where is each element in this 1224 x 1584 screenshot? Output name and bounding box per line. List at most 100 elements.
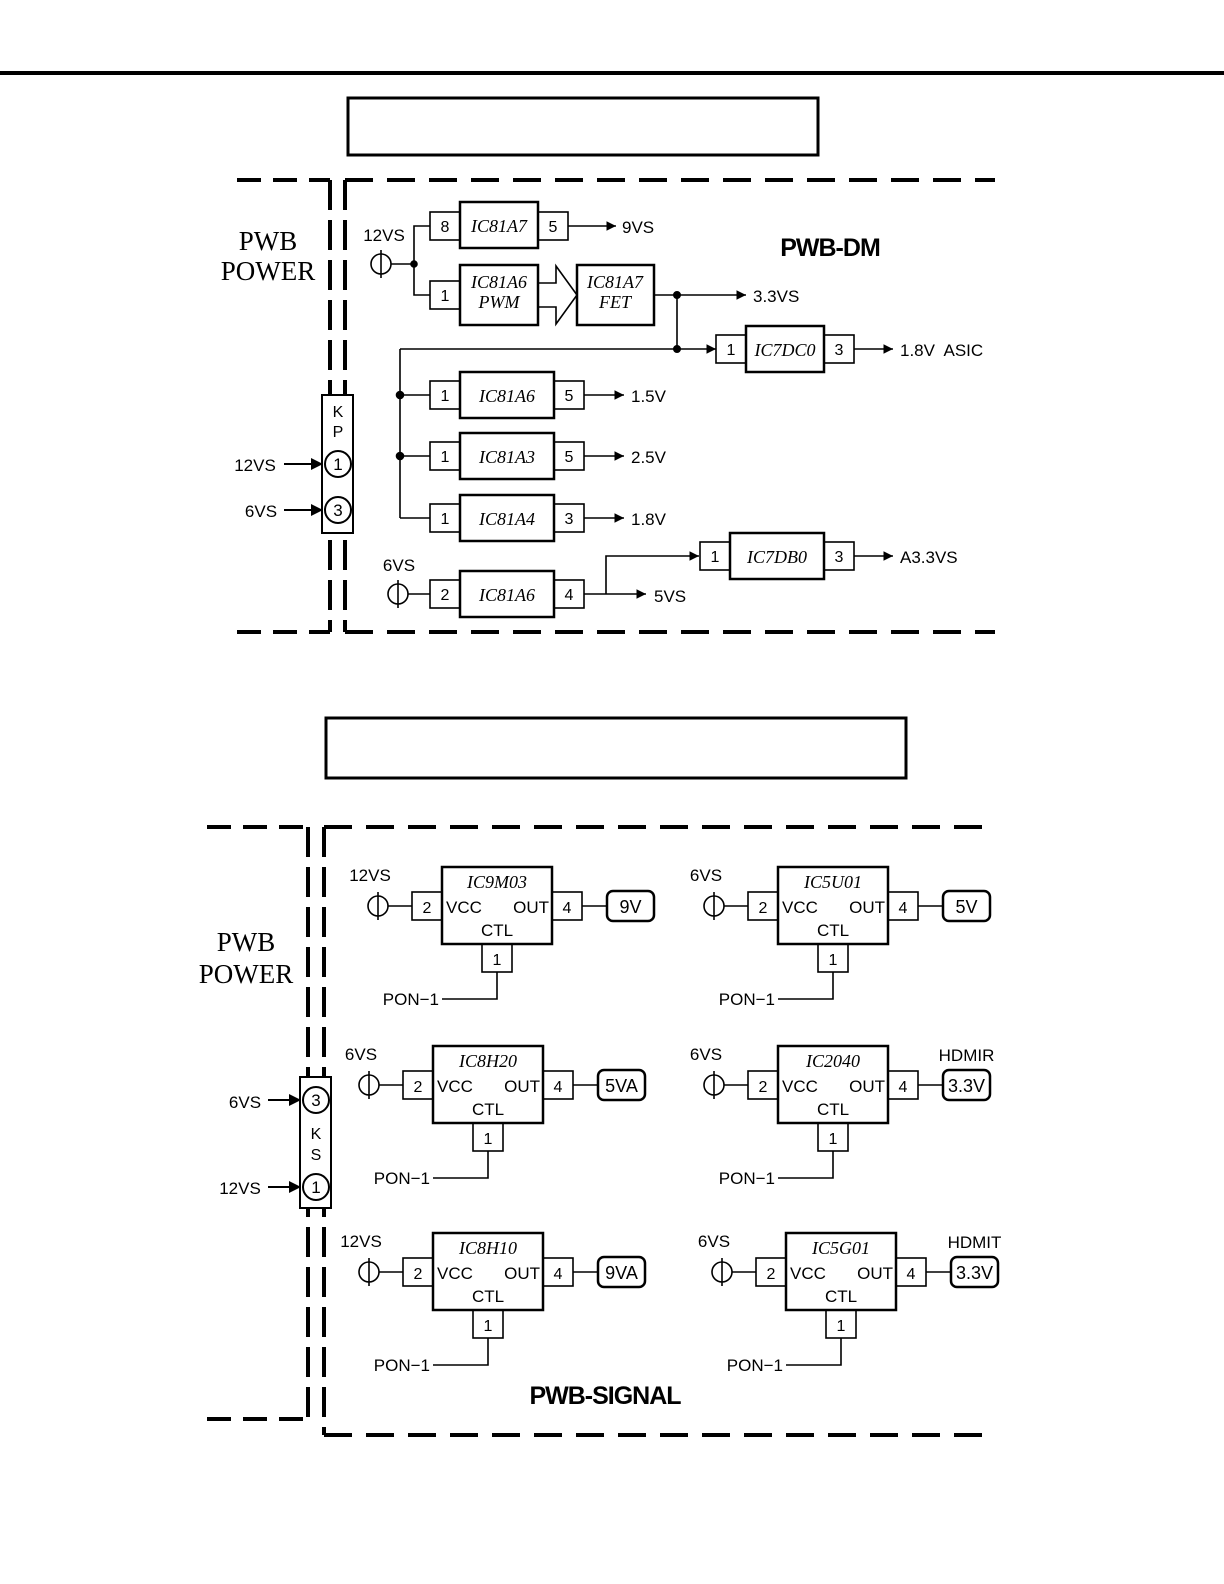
ctl-label: CTL [817, 921, 849, 940]
output-label: 5V [955, 897, 977, 917]
pon-wire [442, 972, 498, 1000]
ic-box [440, 865, 554, 946]
pon-label: PON−1 [719, 990, 775, 1009]
output-tag [941, 889, 992, 923]
pin-out: 4 [554, 1266, 563, 1283]
ic7dc0-pin-out: 3 [835, 342, 844, 359]
signal-title-box [324, 716, 908, 780]
source-label: 6VS [690, 866, 722, 885]
kp-pin-3: 3 [333, 501, 342, 520]
source-label: 12VS [340, 1232, 382, 1251]
kp-input-12vs: 12VS [234, 456, 276, 475]
ic7dc0-block [400, 324, 893, 374]
source-label: 6VS [690, 1045, 722, 1064]
ic81a6-5vs-pin-in: 2 [441, 587, 450, 604]
dm-power-label-1: PWB [239, 226, 298, 256]
ic81a7-9vs-pin-in: 8 [441, 219, 450, 236]
pon-label: PON−1 [727, 1356, 783, 1375]
ic81a6-1v5-pin-in: 1 [441, 388, 450, 405]
output-tag [949, 1255, 1000, 1289]
dm-board-label: PWB-DM [780, 234, 880, 262]
ic7db0-name: IC7DB0 [746, 547, 807, 567]
ks-pin-1: 1 [311, 1178, 320, 1197]
pin-in: 2 [414, 1266, 423, 1283]
pin-out: 4 [563, 900, 572, 917]
fet-output: 3.3VS [753, 287, 799, 306]
out-label: OUT [849, 1077, 885, 1096]
pon-label: PON−1 [383, 990, 439, 1009]
vcc-label: VCC [782, 898, 818, 917]
ic81a4-1v8-pin-out: 3 [565, 511, 574, 528]
pin-ctl: 1 [484, 1131, 493, 1148]
pon-wire [778, 1151, 834, 1179]
ks-input-12vs: 12VS [219, 1179, 261, 1198]
ic7db0-pin-in: 1 [711, 549, 720, 566]
pin-out: 4 [899, 1079, 908, 1096]
ic7db0-block [699, 531, 893, 581]
kp-connector: K P 1 3 12VS 6VS [234, 394, 354, 534]
ic81a6-1v5-output: 1.5V [631, 387, 667, 406]
ic81a6-5vs-block [429, 551, 699, 619]
source-label: 6VS [698, 1232, 730, 1251]
out-label: OUT [849, 898, 885, 917]
vcc-label: VCC [790, 1264, 826, 1283]
pin-ctl: 1 [829, 1131, 838, 1148]
ic81a4-1v8-pin-in: 1 [441, 511, 450, 528]
vcc-label: VCC [782, 1077, 818, 1096]
output-label: 5VA [605, 1076, 638, 1096]
ic81a6-5vs-name: IC81A6 [478, 585, 535, 605]
dm-6vs-source-label: 6VS [383, 556, 415, 575]
pin-out: 4 [554, 1079, 563, 1096]
ic81a7-9vs-pin-out: 5 [549, 219, 558, 236]
ks-pin-3: 3 [311, 1091, 320, 1110]
ic81a4-1v8-name: IC81A4 [478, 509, 535, 529]
dm-12vs-source-label: 12VS [363, 226, 405, 245]
output-tag [605, 889, 656, 923]
ic81a7-9vs-block [429, 200, 616, 250]
ks-input-6vs: 6VS [229, 1093, 261, 1112]
ks-connector-s: S [311, 1147, 322, 1164]
ctl-label: CTL [817, 1100, 849, 1119]
pin-in: 2 [414, 1079, 423, 1096]
ic-name: IC8H20 [458, 1051, 517, 1071]
dm-6vs-source [387, 580, 430, 608]
pon-wire [433, 1151, 489, 1179]
ic-name: IC5U01 [803, 872, 862, 892]
pwm-pin-in: 1 [441, 288, 450, 305]
ic-box [784, 1231, 898, 1312]
pon-wire [786, 1338, 842, 1366]
ic81a3-2v5-pin-out: 5 [565, 449, 574, 466]
ic81a4-1v8-output: 1.8V [631, 510, 667, 529]
output-group-label: HDMIR [939, 1046, 995, 1065]
pin-in: 2 [759, 1079, 768, 1096]
output-label: 3.3V [956, 1263, 993, 1283]
pin-out: 4 [907, 1266, 916, 1283]
pin-in: 2 [423, 900, 432, 917]
ic81a3-2v5-output: 2.5V [631, 448, 667, 467]
fet-ic-sub: FET [598, 292, 633, 312]
vcc-label: VCC [437, 1077, 473, 1096]
out-label: OUT [504, 1077, 540, 1096]
ic81a6-1v5-name: IC81A6 [478, 386, 535, 406]
ic7dc0-pin-in: 1 [727, 342, 736, 359]
pin-ctl: 1 [837, 1318, 846, 1335]
signal-power-label-2: POWER [199, 959, 294, 989]
source-label: 6VS [345, 1045, 377, 1064]
fet-ic-name: IC81A7 [586, 272, 644, 292]
kp-connector-k: K [333, 404, 344, 421]
pin-out: 4 [899, 900, 908, 917]
ic81a3-2v5-block [429, 431, 624, 481]
pon-wire [778, 972, 834, 1000]
pwm-ic-name: IC81A6 [470, 272, 527, 292]
dm-3v3-bus [395, 349, 430, 519]
ic81a7-9vs-name: IC81A7 [470, 216, 528, 236]
kp-input-6vs: 6VS [245, 502, 277, 521]
ic81a6-1v5-pin-out: 5 [565, 388, 574, 405]
vcc-label: VCC [446, 898, 482, 917]
